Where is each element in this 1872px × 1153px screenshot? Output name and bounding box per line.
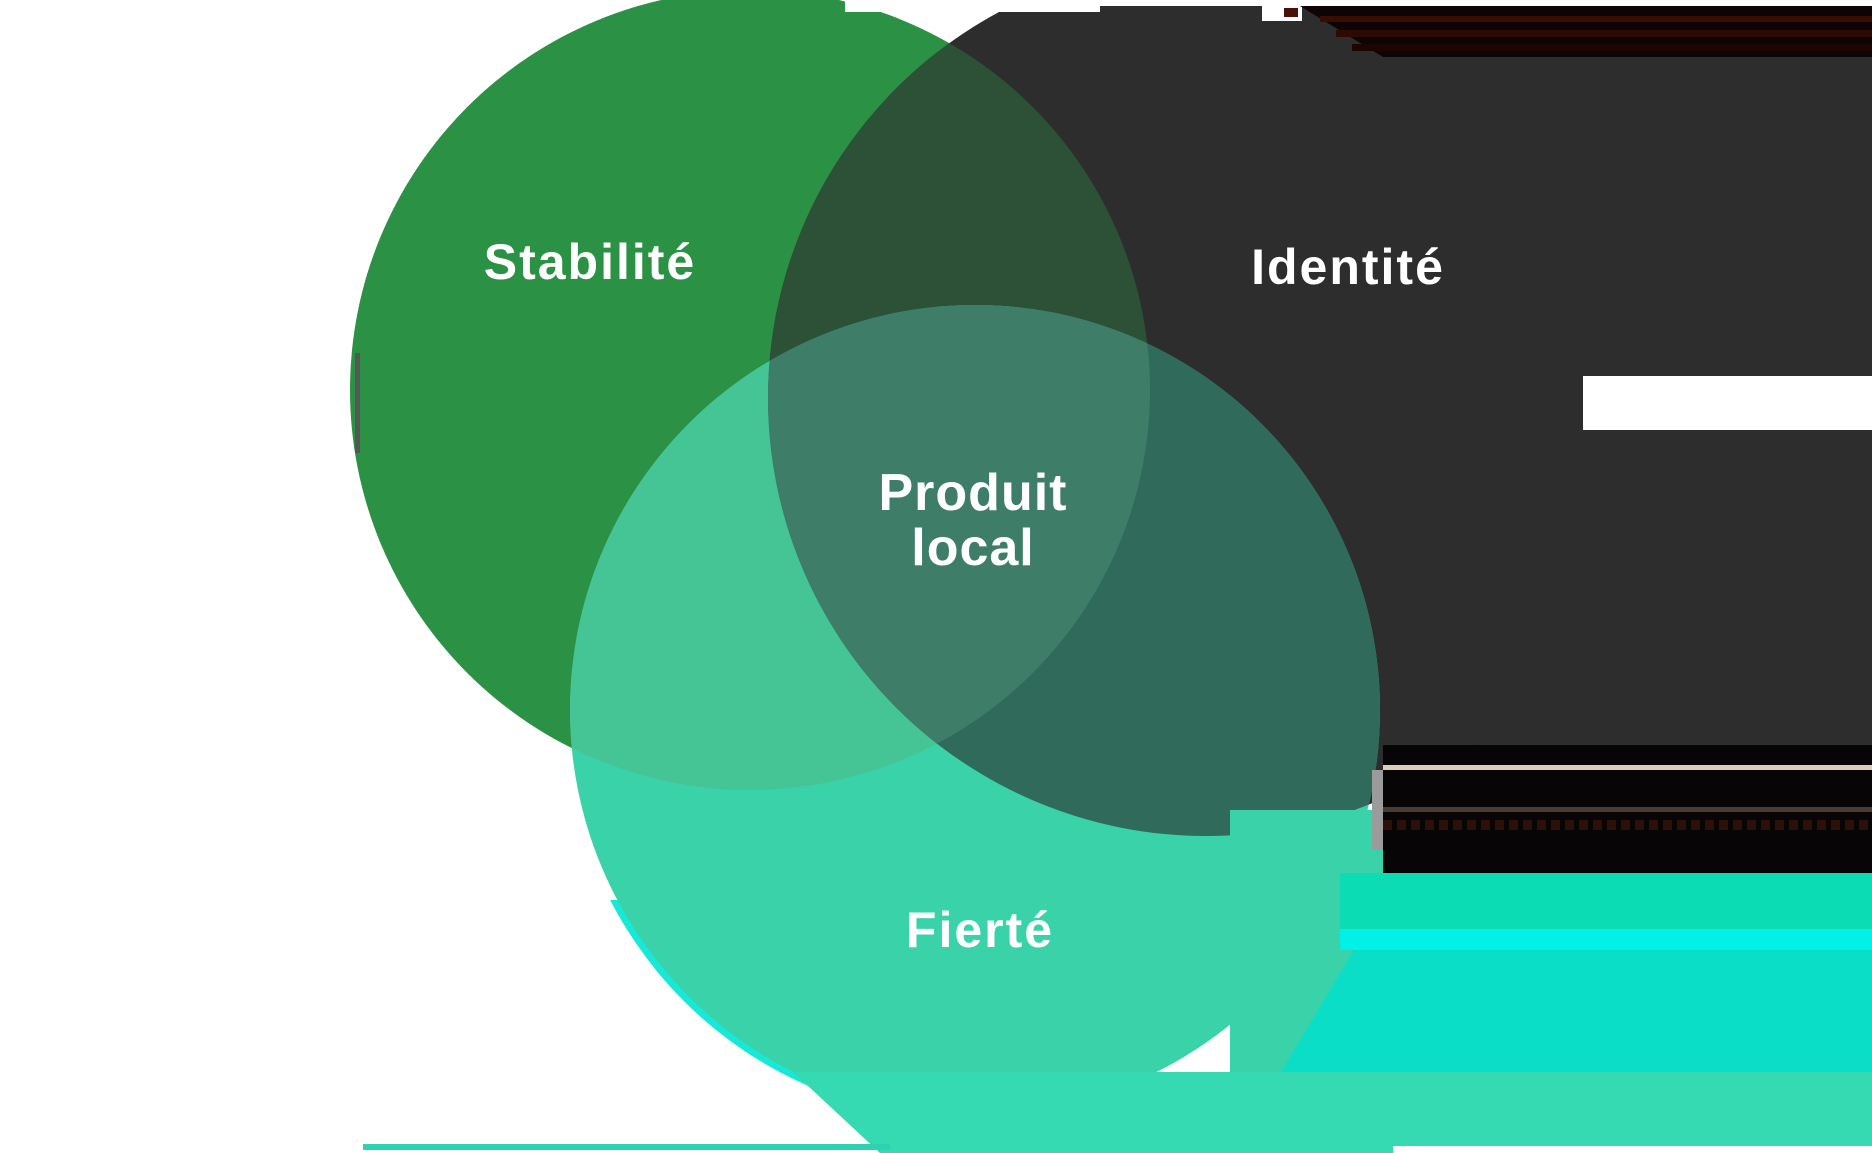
glitch-maroon-dot [1284, 8, 1298, 17]
glitch-top-white-strip [845, 0, 1872, 6]
glitch-dash-row [1383, 820, 1872, 830]
glitch-maroon-stripe-1 [1320, 16, 1872, 22]
label-identite: Identité [1251, 239, 1445, 295]
label-center-line2: local [911, 519, 1035, 577]
glitch-teal-bar [1340, 873, 1872, 929]
glitch-gray-tick [355, 353, 360, 453]
glitch-white-bar [1583, 376, 1872, 430]
glitch-maroon-stripe-3 [1352, 44, 1872, 51]
glitch-bottom-teal-block [793, 1072, 1872, 1153]
glitch-bottom-teal-line [363, 1144, 890, 1150]
glitch-cyan-bar [1340, 929, 1872, 950]
glitch-cyan-teal-block [1281, 950, 1872, 1072]
glitch-warm-gray-line [1383, 807, 1872, 812]
glitch-maroon-stripe-2 [1336, 30, 1872, 37]
label-center-line1: Produit [879, 464, 1068, 522]
label-fierte: Fierté [906, 902, 1054, 958]
glitch-top-white-strip-thick [845, 0, 1100, 12]
glitch-gray-sliver [1372, 770, 1383, 850]
label-stabilite: Stabilité [484, 234, 696, 290]
glitch-tan-line [1383, 765, 1872, 770]
